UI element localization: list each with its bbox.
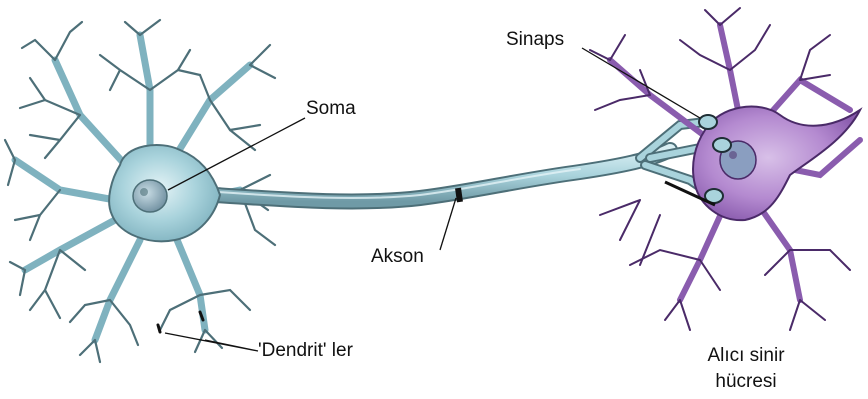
receiver-label: Alıcı sinir hücresi (686, 343, 806, 395)
nucleus (133, 180, 167, 212)
receiver-label-line2: hücresi (686, 369, 806, 395)
sinaps-label: Sinaps (506, 29, 564, 52)
akson-label: Akson (371, 246, 424, 269)
soma-label: Soma (306, 98, 356, 121)
akson-leader (440, 198, 456, 250)
dendrit-label: 'Dendrit' ler (258, 340, 353, 363)
receiver-label-line1: Alıcı sinir (686, 343, 806, 369)
